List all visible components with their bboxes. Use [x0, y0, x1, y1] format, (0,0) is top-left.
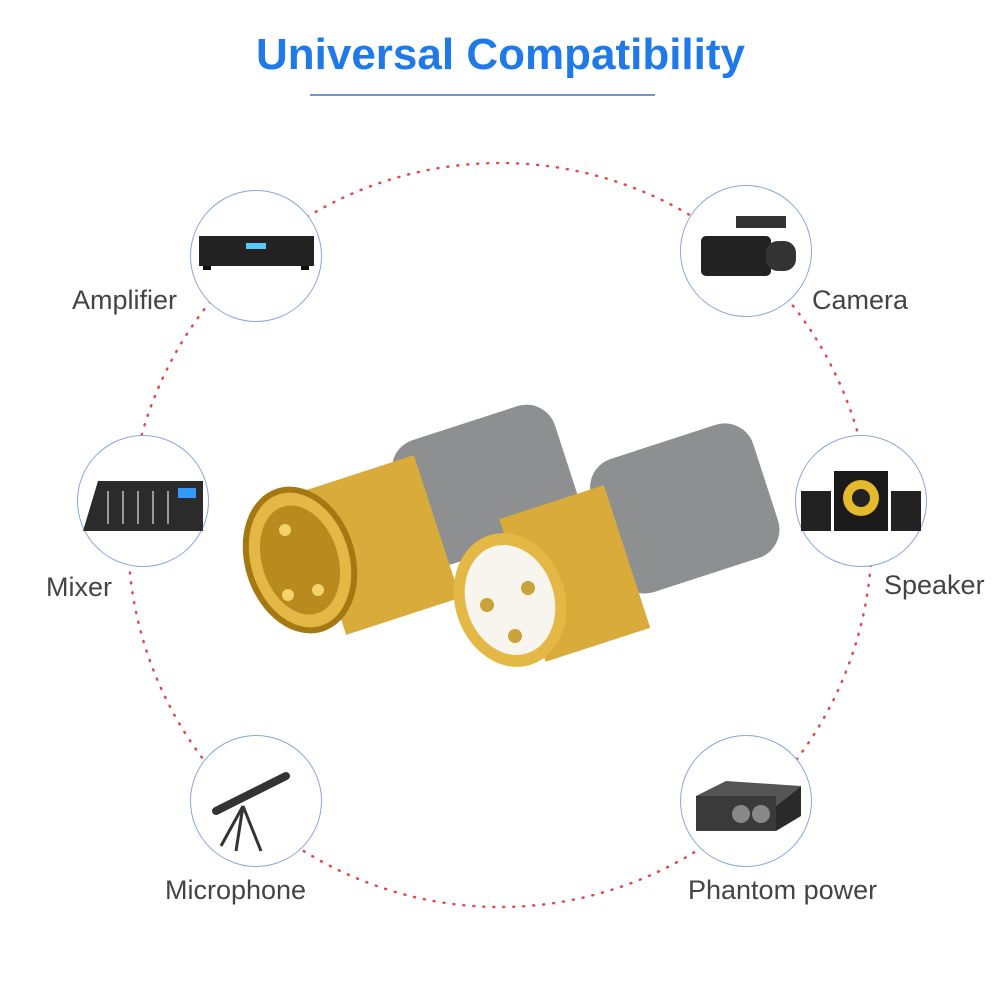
- microphone-badge: [190, 735, 322, 867]
- amplifier-icon: [199, 236, 314, 270]
- mixer-icon: [83, 481, 203, 531]
- speaker-icon: [801, 471, 921, 531]
- microphone-icon: [212, 772, 290, 852]
- amplifier-badge: [190, 190, 322, 322]
- microphone-label: Microphone: [165, 875, 307, 905]
- speaker-label: Speaker: [884, 570, 985, 600]
- amplifier-label: Amplifier: [72, 285, 178, 315]
- speaker-badge: [795, 435, 927, 567]
- camera-label: Camera: [812, 285, 909, 315]
- phantom-power-badge: [680, 735, 812, 867]
- camera-icon: [701, 216, 796, 276]
- camera-badge: [680, 185, 812, 317]
- phantom-power-label: Phantom power: [688, 875, 878, 905]
- mixer-badge: [77, 435, 209, 567]
- title-underline: [310, 94, 655, 96]
- page-title: Universal Compatibility: [255, 30, 745, 79]
- xlr-female-connector-image: [453, 423, 780, 667]
- mixer-label: Mixer: [46, 572, 112, 602]
- phantom-power-icon: [696, 781, 801, 831]
